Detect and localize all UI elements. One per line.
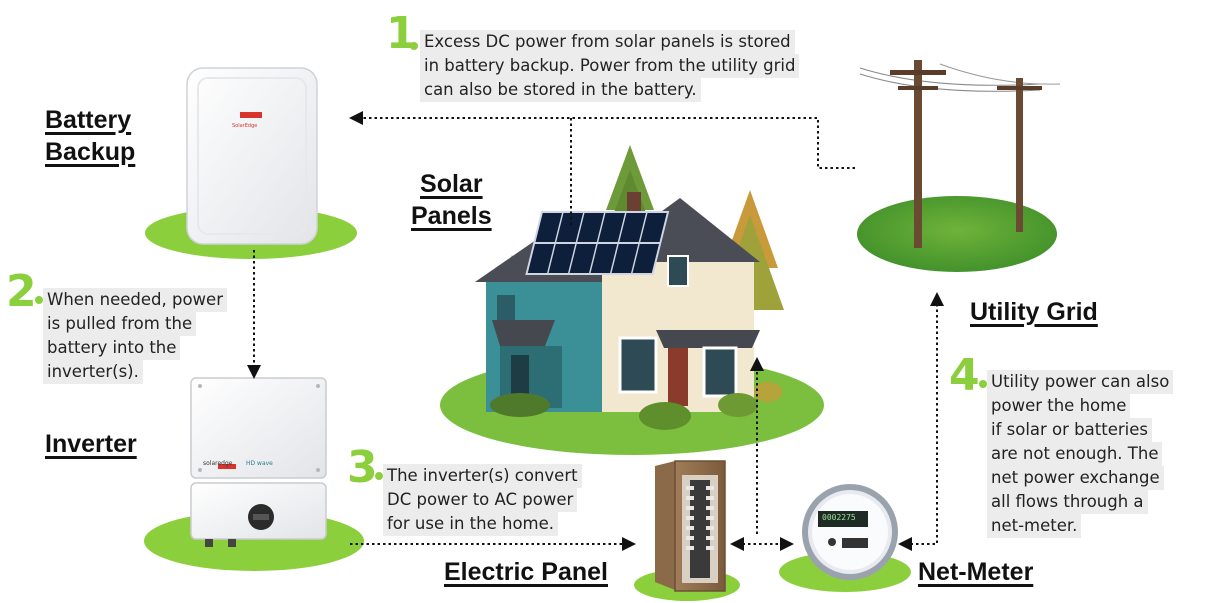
step-4-line: if solar or batteries <box>987 418 1152 442</box>
step-2-line: battery into the <box>43 336 181 360</box>
utility-grass <box>857 196 1057 272</box>
battery-housing <box>186 67 318 245</box>
step-1-line: can also be stored in the battery. <box>420 78 701 102</box>
step-4-note: Utility power can also power the home if… <box>987 370 1174 538</box>
arrow-grid-to-battery <box>349 111 855 169</box>
battery-backup-label: Battery Backup <box>45 104 135 168</box>
inverter-model-text: HD wave <box>246 460 273 467</box>
step-1-dot <box>410 42 418 50</box>
utility-pole-left <box>914 60 922 248</box>
step-3-dot <box>375 472 383 480</box>
step-3-note: The inverter(s) convert DC power to AC p… <box>383 464 582 536</box>
step-1-line: Excess DC power from solar panels is sto… <box>420 30 795 54</box>
step-4-line: all flows through a <box>987 490 1148 514</box>
arrow-meter-to-grid <box>898 292 944 551</box>
solar-label-line2: Panels <box>411 202 492 230</box>
utility-grid-illustration <box>857 60 1061 272</box>
step-1-note: Excess DC power from solar panels is sto… <box>420 30 800 102</box>
house-illustration <box>440 145 824 455</box>
inverter-brand-text: solaredge <box>203 460 233 467</box>
solar-label-line1: Solar <box>420 170 483 198</box>
net-meter-label: Net-Meter <box>918 558 1034 586</box>
step-3-line: for use in the home. <box>383 512 559 536</box>
step-3-line: DC power to AC power <box>383 488 578 512</box>
electric-panel-label: Electric Panel <box>444 558 608 586</box>
battery-label-line2: Backup <box>45 138 136 166</box>
step-3-line: The inverter(s) convert <box>383 464 582 488</box>
solar-panel-array <box>525 211 670 275</box>
inverter-device <box>144 377 364 571</box>
step-4-line: power the home <box>987 394 1131 418</box>
step-2-number: 2 <box>6 266 37 317</box>
flow-arrows <box>247 111 944 551</box>
utility-pole-right <box>1016 78 1023 232</box>
battery-brand-text: SolarEdge <box>232 123 258 129</box>
step-3-number: 3 <box>347 442 378 493</box>
net-meter-illustration <box>779 484 911 592</box>
electric-panel-illustration <box>634 460 740 601</box>
step-2-line: inverter(s). <box>43 360 143 384</box>
battery-logo-icon <box>240 112 262 118</box>
step-4-line: net power exchange <box>987 466 1164 490</box>
step-2-dot <box>35 296 43 304</box>
step-4-line: are not enough. The <box>987 442 1163 466</box>
step-2-line: is pulled from the <box>43 312 197 336</box>
step-4-dot <box>979 380 987 388</box>
utility-grid-label: Utility Grid <box>970 298 1098 326</box>
step-4-line: net-meter. <box>987 514 1082 538</box>
battery-device <box>145 67 357 259</box>
solar-panels-label: Solar Panels <box>411 168 492 232</box>
inverter-label: Inverter <box>45 430 137 458</box>
step-1-line: in battery backup. Power from the utilit… <box>420 54 800 78</box>
meter-display <box>818 511 868 527</box>
step-4-number: 4 <box>949 350 980 401</box>
step-4-line: Utility power can also <box>987 370 1174 394</box>
step-2-line: When needed, power <box>43 288 227 312</box>
meter-reading-text: 0002275 <box>822 513 856 522</box>
inverter-logo-icon <box>218 464 236 469</box>
step-2-note: When needed, power is pulled from the ba… <box>43 288 227 384</box>
battery-label-line1: Battery <box>45 106 132 134</box>
